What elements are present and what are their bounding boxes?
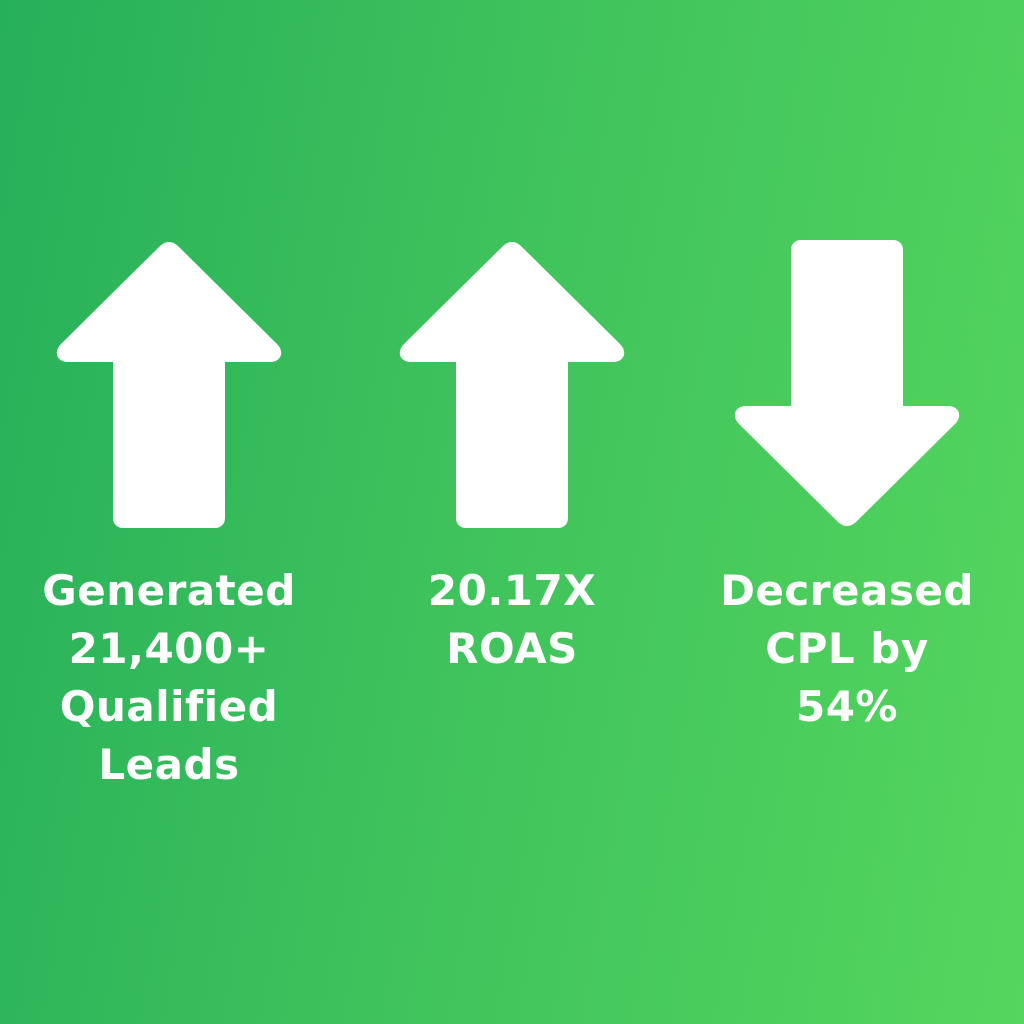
stat-cpl-label: Decreased CPL by 54%: [697, 562, 997, 736]
stat-leads-label: Generated 21,400+ Qualified Leads: [19, 562, 319, 794]
stat-roas-line-2: ROAS: [446, 624, 578, 673]
stat-cpl: Decreased CPL by 54%: [697, 238, 997, 736]
arrow-down-icon: [734, 240, 960, 526]
stat-roas-label: 20.17X ROAS: [362, 562, 662, 678]
stat-roas-line-1: 20.17X: [427, 566, 597, 615]
stat-leads-line-1: Generated: [42, 566, 296, 615]
stat-roas: 20.17X ROAS: [362, 238, 662, 678]
stat-leads-line-2: 21,400+: [68, 624, 270, 673]
stat-cpl-line-3: 54%: [795, 682, 899, 731]
arrow-up-icon: [56, 242, 282, 528]
arrow-up-icon: [399, 242, 625, 528]
stat-leads: Generated 21,400+ Qualified Leads: [19, 238, 319, 794]
stat-leads-line-4: Leads: [98, 740, 240, 789]
stat-cpl-line-1: Decreased: [720, 566, 974, 615]
stat-cpl-line-2: CPL by: [765, 624, 929, 673]
stat-leads-line-3: Qualified: [59, 682, 279, 731]
